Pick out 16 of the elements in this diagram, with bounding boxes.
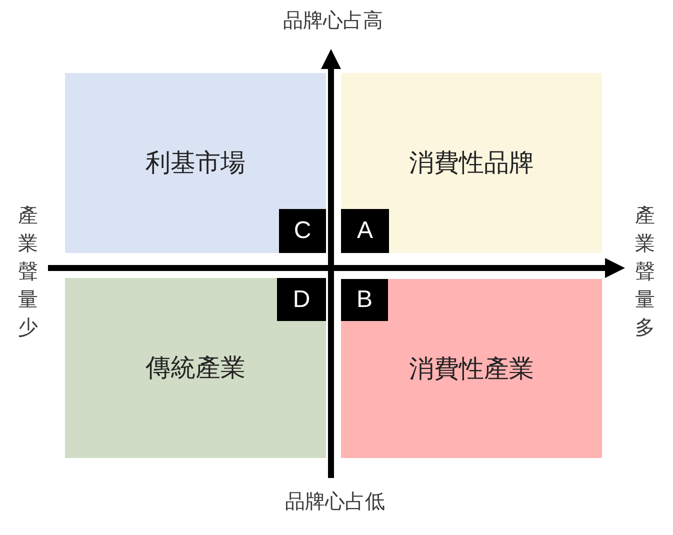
quadrant-letter-tag: A xyxy=(341,209,389,253)
quadrant-title: 利基市場 xyxy=(146,148,246,178)
quadrant-letter-tag: D xyxy=(277,278,326,321)
quadrant-letter-tag: B xyxy=(341,279,388,321)
quadrant-panel xyxy=(341,279,602,458)
quadrant-letter-tag: C xyxy=(279,209,326,253)
quadrant-title: 消費性品牌 xyxy=(409,148,534,178)
axis-label: 產業聲量少 xyxy=(18,202,38,341)
axis-label: 品牌心占高 xyxy=(283,8,383,32)
quadrant-panel xyxy=(341,73,602,253)
quadrant-panel xyxy=(65,73,326,253)
quadrant-panel xyxy=(65,278,326,458)
axis-label: 品牌心占低 xyxy=(285,489,385,513)
axis-label: 產業聲量多 xyxy=(635,202,655,341)
quadrant-title: 傳統產業 xyxy=(146,353,246,383)
quadrant-title: 消費性產業 xyxy=(409,354,534,384)
